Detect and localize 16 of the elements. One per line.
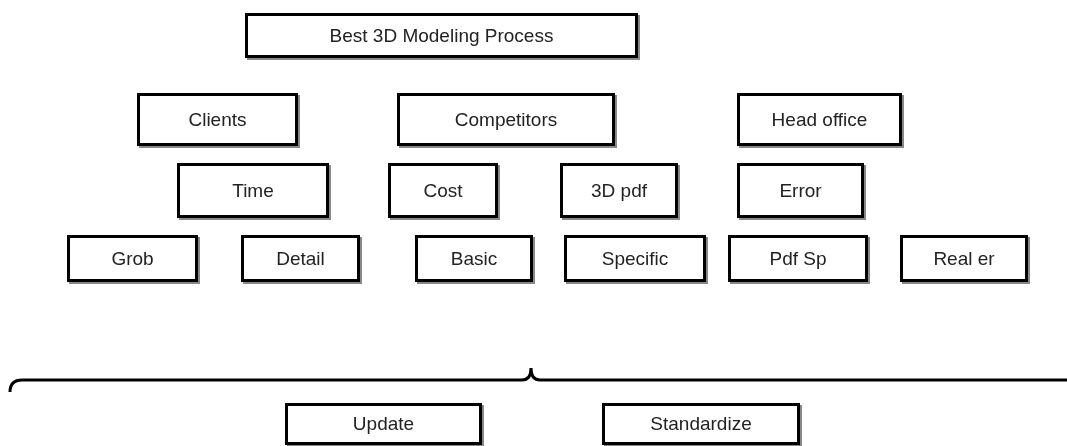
- process-box: Clients: [137, 93, 298, 146]
- process-box: Competitors: [397, 93, 615, 146]
- process-box: Time: [177, 163, 329, 218]
- process-box: Real er: [900, 235, 1028, 282]
- process-box: Basic: [415, 235, 533, 282]
- process-box: Grob: [67, 235, 198, 282]
- process-box: Standardize: [602, 403, 800, 445]
- process-box: Head office: [737, 93, 902, 146]
- process-box: Update: [285, 403, 482, 445]
- process-box: Cost: [388, 163, 498, 218]
- process-box: 3D pdf: [560, 163, 678, 218]
- process-box: Best 3D Modeling Process: [245, 13, 638, 58]
- process-box: Pdf Sp: [728, 235, 868, 282]
- process-box: Specific: [564, 235, 706, 282]
- process-box: Error: [737, 163, 864, 218]
- process-box: Detail: [241, 235, 360, 282]
